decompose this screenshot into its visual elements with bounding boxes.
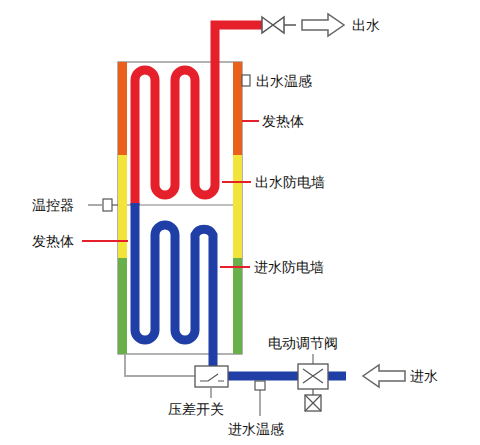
part-label: 进水 bbox=[410, 367, 438, 385]
inlet-arrow bbox=[363, 365, 405, 387]
part-label: 压差开关 bbox=[168, 400, 224, 418]
part-label: 出水防电墙 bbox=[255, 173, 325, 191]
outlet-valve bbox=[262, 17, 284, 33]
regulating-valve bbox=[298, 364, 328, 389]
heater-strip bbox=[233, 62, 242, 155]
part-label: 进水温感 bbox=[228, 420, 284, 438]
part-label: 发热体 bbox=[262, 112, 304, 130]
valve-actuator bbox=[305, 395, 321, 411]
part-label: 温控器 bbox=[32, 196, 74, 214]
part-label: 出水温感 bbox=[256, 72, 312, 90]
part-label: 电动调节阀 bbox=[268, 334, 338, 352]
leader-line bbox=[211, 388, 212, 398]
valve-symbol bbox=[303, 369, 323, 383]
part-label: 进水防电墙 bbox=[254, 258, 324, 276]
outlet-arrow bbox=[302, 14, 344, 36]
temp-sensor bbox=[242, 75, 250, 86]
actuator-stem bbox=[312, 389, 313, 395]
switch-symbol bbox=[200, 374, 224, 381]
temp-sensor bbox=[255, 381, 265, 390]
heater-strip bbox=[118, 258, 127, 354]
pressure-switch bbox=[195, 366, 228, 387]
valve-stem bbox=[284, 24, 296, 26]
leader-line bbox=[260, 390, 261, 416]
hot-coil bbox=[135, 25, 262, 205]
bypass-line bbox=[125, 354, 195, 376]
actuator-symbol bbox=[305, 395, 321, 411]
leader-line bbox=[82, 240, 128, 242]
thermostat bbox=[103, 199, 112, 211]
heater-strip bbox=[118, 155, 127, 258]
heater-strip bbox=[233, 258, 242, 354]
leader-line bbox=[313, 354, 314, 364]
heater-strip bbox=[118, 62, 127, 155]
leader-line bbox=[220, 266, 250, 268]
cold-coil bbox=[135, 203, 346, 376]
thermostat-link bbox=[112, 204, 118, 205]
part-label: 出水 bbox=[352, 16, 380, 34]
heater-strip bbox=[233, 155, 242, 258]
leader-line bbox=[242, 120, 259, 122]
part-label: 发热体 bbox=[32, 232, 74, 250]
leader-line bbox=[88, 205, 102, 206]
leader-line bbox=[222, 181, 251, 183]
